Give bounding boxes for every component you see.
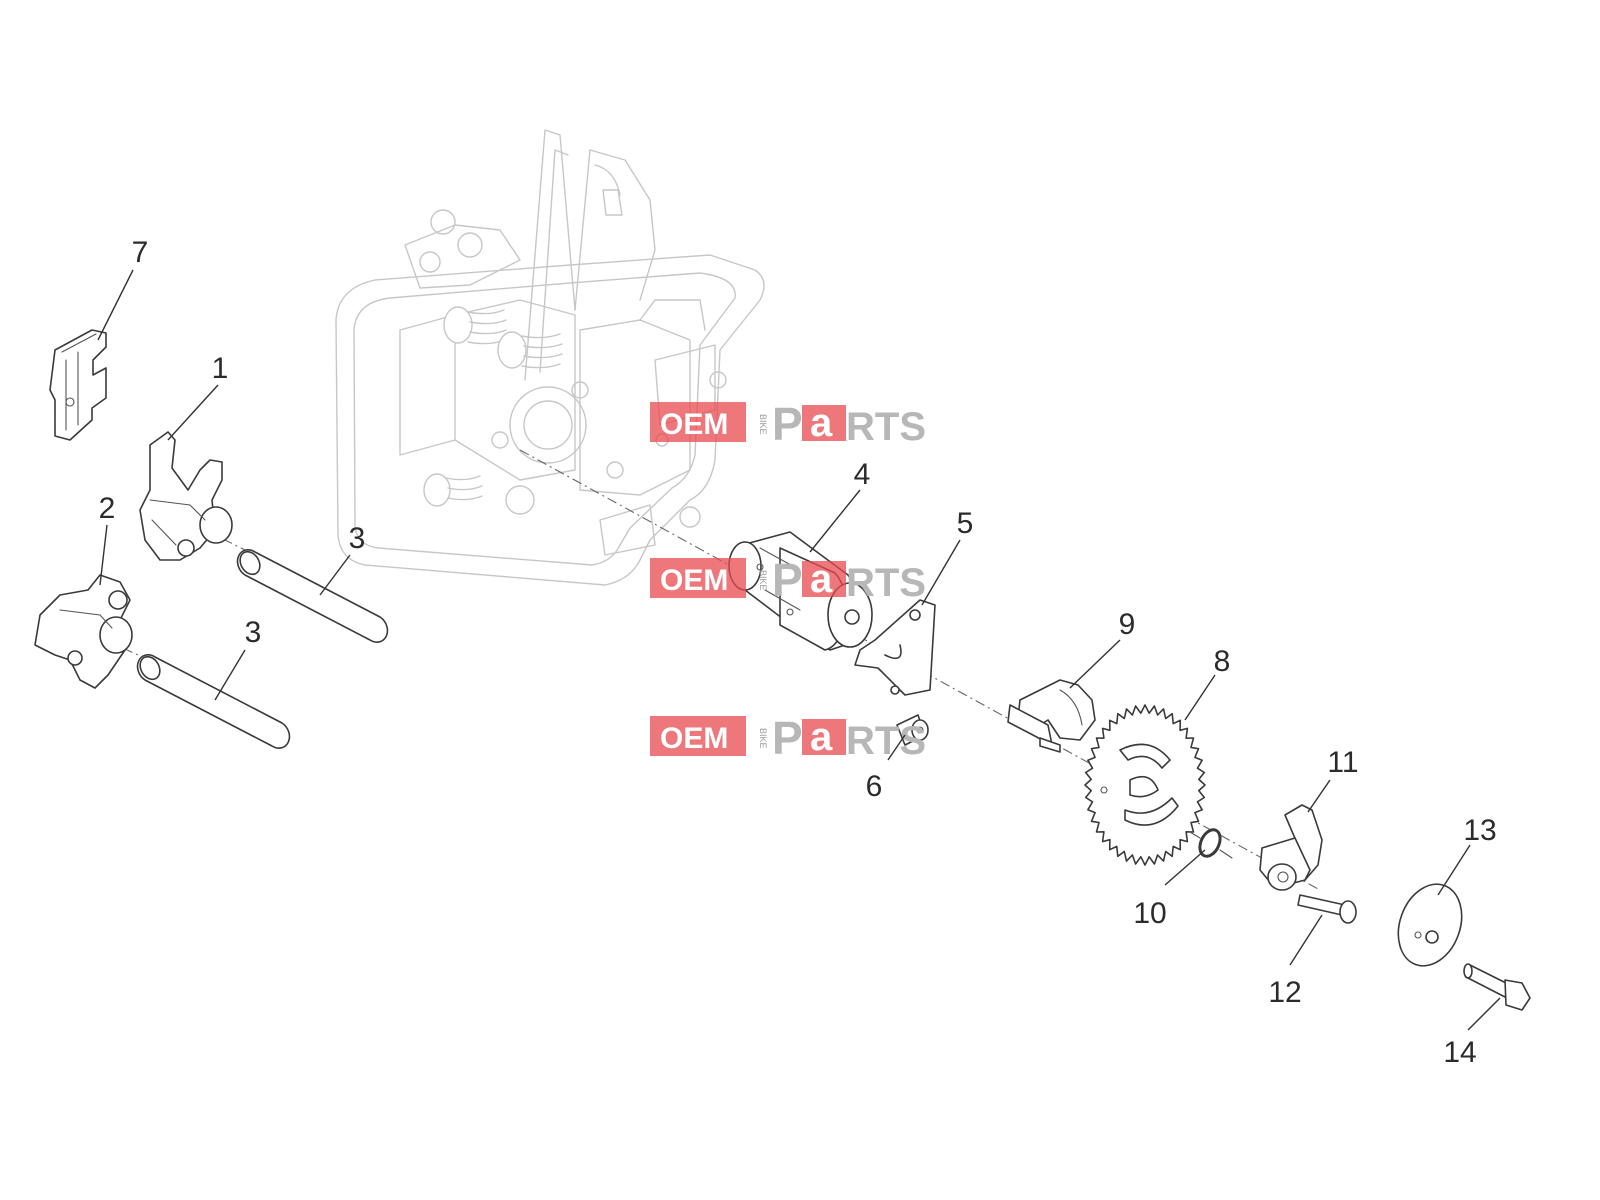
rocker-shaft-upper [236,549,389,643]
callout-labels: 7 1 2 3 3 4 5 6 9 8 11 10 13 12 14 [99,236,1497,1069]
watermark-rts-text: RTS [846,719,926,763]
leader-12 [1289,914,1323,966]
callout-9: 9 [1119,608,1136,641]
callout-8: 8 [1214,645,1231,678]
callout-1: 1 [212,352,229,385]
watermark-oem-badge [650,402,746,442]
watermark-bike-text: BIKE [758,414,768,435]
watermark-oem-text: OEM [660,408,728,441]
watermark-a-badge [802,719,846,755]
watermark-a-text: a [810,401,833,445]
rocker-arm-lower [34,574,133,689]
watermark-oem-badge [650,716,746,756]
leader-7 [97,269,134,341]
callout-3b: 3 [245,616,262,649]
leader-lines [97,269,1501,1031]
leader-6 [887,734,906,761]
cam-sprocket [1084,704,1206,866]
rocker-arm-upper [139,431,233,561]
rocker-support-clip [49,329,107,441]
callout-13: 13 [1463,814,1496,847]
callout-2: 2 [99,492,116,525]
callout-5: 5 [957,507,974,540]
leader-2 [99,524,108,586]
leader-3a [319,554,351,596]
watermark-rts-text: RTS [846,561,926,605]
cylinder-head-ghost [335,129,765,586]
callout-14: 14 [1443,1036,1476,1069]
leader-3b [214,649,246,701]
leader-4 [809,489,861,553]
leader-11 [1307,779,1331,813]
watermark-a-text: a [810,557,833,601]
watermark-p-text: P [772,554,803,606]
decompressor-weight [1007,679,1096,753]
watermark-rts-text: RTS [846,405,926,449]
decompressor-spring [1189,828,1233,859]
callout-3a: 3 [349,522,366,555]
callout-6: 6 [866,770,883,803]
callout-11: 11 [1327,746,1358,779]
leader-13 [1437,844,1471,896]
leader-14 [1467,997,1501,1031]
leader-10 [1164,849,1206,886]
watermark-p-text: P [772,712,803,764]
camshaft-retaining-plate [854,599,936,696]
leader-8 [1184,674,1216,721]
small-screw [1297,894,1357,924]
decompressor-lever [1259,804,1323,891]
callout-10: 10 [1133,897,1166,930]
watermark-1: OEM BIKE P a RTS [650,398,926,450]
leader-1 [167,384,219,441]
leader-5 [921,539,961,606]
watermark-a-badge [802,405,846,441]
watermark-2: OEM BIKE P a RTS [650,554,926,606]
sprocket-bolt [1463,963,1531,1011]
callout-7: 7 [132,236,149,269]
watermark-oem-text: OEM [660,722,728,755]
watermark-p-text: P [772,398,803,450]
watermark-a-badge [802,561,846,597]
watermark-oem-badge [650,558,746,598]
leader-9 [1069,639,1121,689]
callout-12: 12 [1268,976,1301,1009]
watermark-3: OEM BIKE P a RTS [650,712,926,764]
sprocket-cover-disc [1397,883,1463,967]
watermark-oem-text: OEM [660,564,728,597]
watermark-a-text: a [810,715,833,759]
watermark-bike-text: BIKE [758,728,768,749]
rocker-shaft-lower [136,654,291,749]
watermark-bike-text: BIKE [758,570,768,591]
callout-4: 4 [854,458,871,491]
